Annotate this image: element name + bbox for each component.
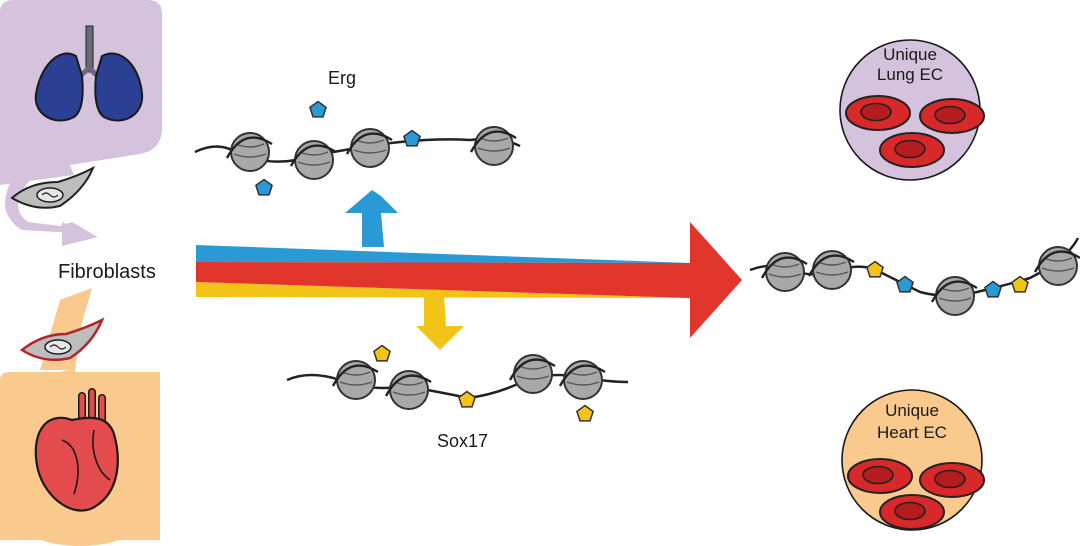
fibroblast-cell-icon bbox=[19, 317, 105, 361]
sox17-branch-arrow bbox=[416, 296, 464, 350]
lung-ec-panel: Unique Lung EC bbox=[839, 39, 985, 181]
transcription-factor-icon bbox=[866, 260, 884, 278]
nucleosome-icon bbox=[807, 249, 856, 291]
nucleosome-icon bbox=[331, 359, 380, 401]
nucleosome-icon bbox=[289, 139, 338, 181]
combined-arrow bbox=[196, 222, 742, 338]
heart-ec-title-line2: Heart EC bbox=[877, 423, 947, 442]
nucleosome-icon bbox=[1033, 245, 1080, 287]
sox17-chromatin bbox=[286, 344, 629, 422]
lung-icon bbox=[34, 25, 144, 122]
endothelial-cell-icon bbox=[845, 95, 911, 131]
fibroblast-cell-icon bbox=[10, 165, 95, 209]
transcription-factor-icon bbox=[576, 404, 594, 422]
endothelial-cell-icon bbox=[879, 132, 945, 168]
erg-label: Erg bbox=[328, 68, 356, 88]
transcription-factor-icon bbox=[896, 275, 914, 293]
transcription-factor-icon bbox=[403, 129, 421, 147]
nucleosome-icon bbox=[930, 275, 979, 317]
transcription-factor-icon bbox=[309, 100, 327, 118]
lung-ec-title-line1: Unique bbox=[883, 45, 937, 64]
endothelial-cell-icon bbox=[847, 458, 913, 494]
lung-ec-title-line2: Lung EC bbox=[877, 65, 943, 84]
endothelial-cell-icon bbox=[919, 98, 985, 134]
fibroblasts-label: Fibroblasts bbox=[58, 261, 156, 283]
nucleosome-icon bbox=[384, 369, 433, 411]
sox17-label: Sox17 bbox=[437, 431, 488, 451]
transcription-factor-icon bbox=[984, 280, 1002, 298]
combined-chromatin bbox=[749, 237, 1080, 317]
endothelial-cell-icon bbox=[919, 462, 985, 498]
nucleosome-icon bbox=[558, 359, 607, 401]
heart-ec-title-line1: Unique bbox=[885, 401, 939, 420]
nucleosome-icon bbox=[760, 251, 809, 293]
transcription-factor-icon bbox=[373, 344, 391, 362]
heart-ec-panel: Unique Heart EC bbox=[841, 389, 985, 531]
transcription-factor-icon bbox=[458, 390, 476, 408]
nucleosome-icon bbox=[225, 131, 274, 173]
erg-chromatin bbox=[194, 100, 521, 196]
nucleosome-icon bbox=[508, 353, 557, 395]
nucleosome-icon bbox=[469, 125, 518, 167]
endothelial-cell-icon bbox=[879, 494, 945, 530]
heart-icon bbox=[34, 388, 119, 512]
nucleosome-icon bbox=[345, 127, 394, 169]
lung-panel bbox=[0, 0, 162, 246]
erg-branch-arrow bbox=[345, 190, 398, 247]
transcription-factor-icon bbox=[255, 178, 273, 196]
